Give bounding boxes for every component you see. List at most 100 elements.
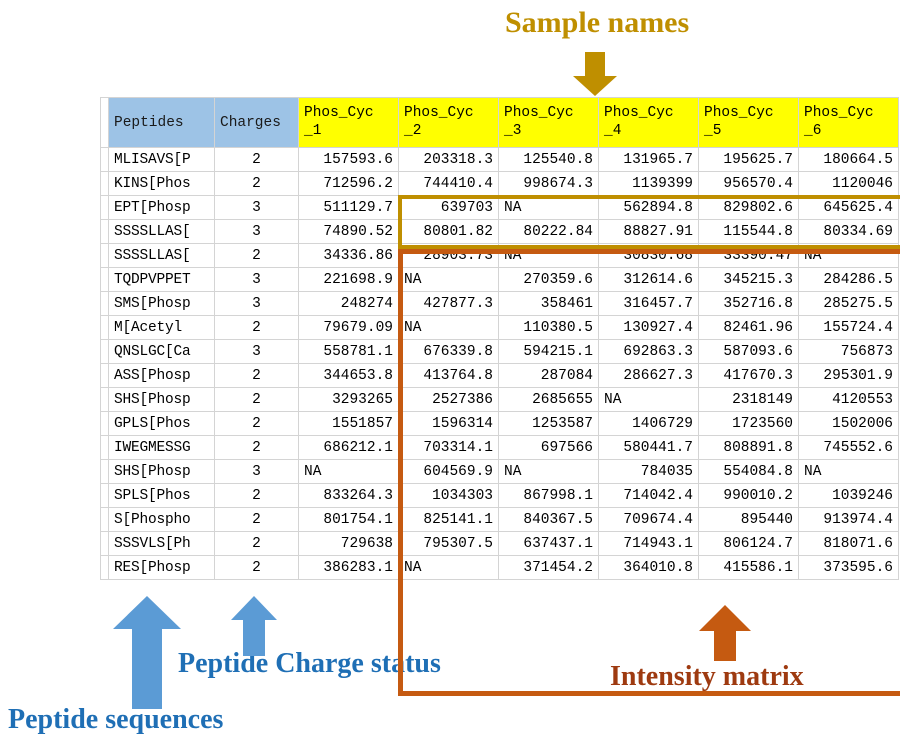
intensity-value-cell[interactable]: 2685655: [498, 387, 599, 412]
intensity-value-cell[interactable]: 345215.3: [698, 267, 799, 292]
peptide-charge-cell[interactable]: 3: [214, 219, 299, 244]
intensity-value-cell[interactable]: 386283.1: [298, 555, 399, 580]
intensity-value-cell[interactable]: 373595.6: [798, 555, 899, 580]
intensity-value-cell[interactable]: 115544.8: [698, 219, 799, 244]
peptide-charge-cell[interactable]: 3: [214, 459, 299, 484]
intensity-value-cell[interactable]: 562894.8: [598, 195, 699, 220]
intensity-value-cell[interactable]: 1596314: [398, 411, 499, 436]
peptide-charge-cell[interactable]: 2: [214, 387, 299, 412]
intensity-value-cell[interactable]: 2527386: [398, 387, 499, 412]
peptide-sequence-cell[interactable]: KINS[Phos: [108, 171, 215, 196]
peptide-charge-cell[interactable]: 3: [214, 291, 299, 316]
intensity-value-cell[interactable]: 417670.3: [698, 363, 799, 388]
intensity-value-cell[interactable]: 714042.4: [598, 483, 699, 508]
intensity-value-cell[interactable]: 895440: [698, 507, 799, 532]
intensity-value-cell[interactable]: 364010.8: [598, 555, 699, 580]
intensity-value-cell[interactable]: 818071.6: [798, 531, 899, 556]
peptide-sequence-cell[interactable]: TQDPVPPET: [108, 267, 215, 292]
intensity-value-cell[interactable]: 784035: [598, 459, 699, 484]
intensity-value-cell[interactable]: 427877.3: [398, 291, 499, 316]
intensity-value-cell[interactable]: 2318149: [698, 387, 799, 412]
intensity-value-cell[interactable]: 1723560: [698, 411, 799, 436]
intensity-value-cell[interactable]: 825141.1: [398, 507, 499, 532]
intensity-value-cell[interactable]: 34336.86: [298, 243, 399, 268]
intensity-value-cell[interactable]: 130927.4: [598, 315, 699, 340]
peptide-sequence-cell[interactable]: SMS[Phosp: [108, 291, 215, 316]
intensity-value-cell[interactable]: 840367.5: [498, 507, 599, 532]
intensity-value-cell[interactable]: 358461: [498, 291, 599, 316]
column-header-sample-1[interactable]: Phos_Cyc _1: [298, 97, 399, 148]
intensity-value-cell[interactable]: 371454.2: [498, 555, 599, 580]
peptide-intensity-spreadsheet[interactable]: Peptides Charges Phos_Cyc _1 Phos_Cyc _2…: [100, 97, 900, 696]
peptide-charge-cell[interactable]: 2: [214, 435, 299, 460]
intensity-value-cell[interactable]: 795307.5: [398, 531, 499, 556]
peptide-sequence-cell[interactable]: SHS[Phosp: [108, 387, 215, 412]
intensity-value-cell[interactable]: 756873: [798, 339, 899, 364]
intensity-value-cell[interactable]: 125540.8: [498, 147, 599, 172]
intensity-value-cell[interactable]: 180664.5: [798, 147, 899, 172]
intensity-value-cell[interactable]: 74890.52: [298, 219, 399, 244]
intensity-value-cell[interactable]: 3293265: [298, 387, 399, 412]
peptide-sequence-cell[interactable]: QNSLGC[Ca: [108, 339, 215, 364]
intensity-value-cell[interactable]: NA: [798, 459, 899, 484]
intensity-value-cell[interactable]: NA: [498, 459, 599, 484]
intensity-value-cell[interactable]: 248274: [298, 291, 399, 316]
peptide-charge-cell[interactable]: 3: [214, 339, 299, 364]
peptide-charge-cell[interactable]: 2: [214, 243, 299, 268]
intensity-value-cell[interactable]: 82461.96: [698, 315, 799, 340]
intensity-value-cell[interactable]: 709674.4: [598, 507, 699, 532]
intensity-value-cell[interactable]: 270359.6: [498, 267, 599, 292]
intensity-value-cell[interactable]: 352716.8: [698, 291, 799, 316]
intensity-value-cell[interactable]: 676339.8: [398, 339, 499, 364]
intensity-value-cell[interactable]: NA: [798, 243, 899, 268]
intensity-value-cell[interactable]: NA: [498, 243, 599, 268]
intensity-value-cell[interactable]: 867998.1: [498, 483, 599, 508]
intensity-value-cell[interactable]: 88827.91: [598, 219, 699, 244]
intensity-value-cell[interactable]: 580441.7: [598, 435, 699, 460]
intensity-value-cell[interactable]: 203318.3: [398, 147, 499, 172]
peptide-charge-cell[interactable]: 2: [214, 147, 299, 172]
intensity-value-cell[interactable]: 956570.4: [698, 171, 799, 196]
intensity-value-cell[interactable]: 415586.1: [698, 555, 799, 580]
intensity-value-cell[interactable]: 712596.2: [298, 171, 399, 196]
intensity-value-cell[interactable]: 697566: [498, 435, 599, 460]
intensity-value-cell[interactable]: 284286.5: [798, 267, 899, 292]
intensity-value-cell[interactable]: 594215.1: [498, 339, 599, 364]
intensity-value-cell[interactable]: 829802.6: [698, 195, 799, 220]
intensity-value-cell[interactable]: 1406729: [598, 411, 699, 436]
peptide-charge-cell[interactable]: 2: [214, 315, 299, 340]
peptide-sequence-cell[interactable]: IWEGMESSG: [108, 435, 215, 460]
column-header-peptides[interactable]: Peptides: [108, 97, 215, 148]
peptide-sequence-cell[interactable]: SHS[Phosp: [108, 459, 215, 484]
intensity-value-cell[interactable]: 110380.5: [498, 315, 599, 340]
peptide-sequence-cell[interactable]: ASS[Phosp: [108, 363, 215, 388]
peptide-sequence-cell[interactable]: SSSSLLAS[: [108, 219, 215, 244]
intensity-value-cell[interactable]: 285275.5: [798, 291, 899, 316]
intensity-value-cell[interactable]: 286627.3: [598, 363, 699, 388]
intensity-value-cell[interactable]: 80801.82: [398, 219, 499, 244]
intensity-value-cell[interactable]: 604569.9: [398, 459, 499, 484]
column-header-sample-3[interactable]: Phos_Cyc _3: [498, 97, 599, 148]
intensity-value-cell[interactable]: 745552.6: [798, 435, 899, 460]
peptide-charge-cell[interactable]: 3: [214, 195, 299, 220]
intensity-value-cell[interactable]: 1139399: [598, 171, 699, 196]
intensity-value-cell[interactable]: 808891.8: [698, 435, 799, 460]
intensity-value-cell[interactable]: 692863.3: [598, 339, 699, 364]
intensity-value-cell[interactable]: 558781.1: [298, 339, 399, 364]
intensity-value-cell[interactable]: NA: [398, 315, 499, 340]
intensity-value-cell[interactable]: 714943.1: [598, 531, 699, 556]
peptide-charge-cell[interactable]: 2: [214, 555, 299, 580]
column-header-sample-6[interactable]: Phos_Cyc _6: [798, 97, 899, 148]
